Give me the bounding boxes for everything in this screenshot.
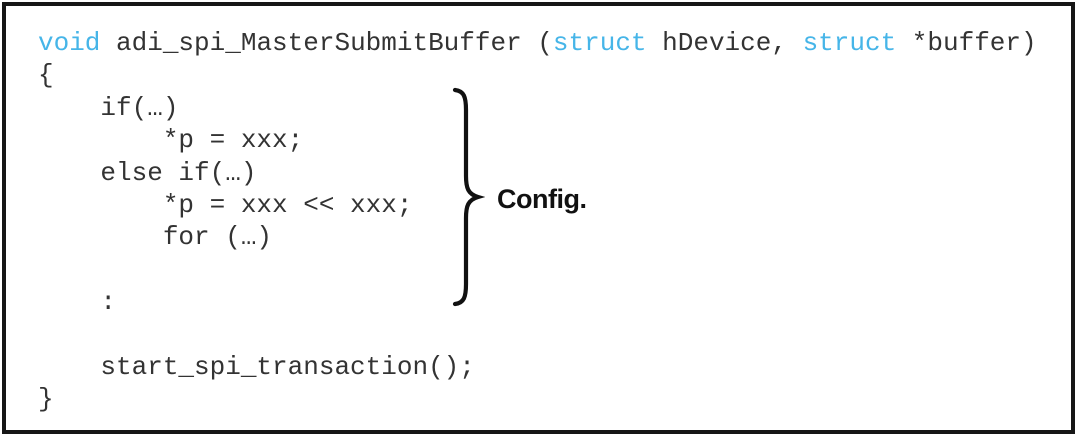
code-text: start_spi_transaction();	[38, 352, 475, 383]
code-text: *p = xxx;	[38, 125, 304, 156]
curly-brace-icon	[452, 87, 485, 307]
code-keyword: struct	[802, 28, 897, 58]
code-text: {	[38, 60, 54, 91]
code-text: :	[38, 287, 117, 318]
code-text: }	[38, 384, 54, 415]
config-annotation-label: Config.	[497, 184, 587, 214]
code-line	[38, 254, 1037, 286]
code-line: void adi_spi_MasterSubmitBuffer (struct …	[38, 27, 1037, 59]
code-text: else if(…)	[38, 157, 257, 188]
code-line: *p = xxx << xxx;	[38, 189, 1037, 221]
code-text: *p = xxx << xxx;	[38, 190, 413, 221]
code-text: *buffer)	[896, 28, 1037, 58]
code-line: :	[38, 286, 1037, 318]
code-line: *p = xxx;	[38, 124, 1037, 156]
code-line: {	[38, 59, 1037, 91]
code-keyword: void	[38, 28, 101, 58]
code-line: if(…)	[38, 92, 1037, 124]
code-text: for (…)	[38, 222, 273, 253]
code-line: start_spi_transaction();	[38, 351, 1037, 383]
code-text: adi_spi_MasterSubmitBuffer (	[100, 28, 553, 58]
code-block: void adi_spi_MasterSubmitBuffer (struct …	[38, 27, 1037, 416]
code-figure-frame: void adi_spi_MasterSubmitBuffer (struct …	[2, 2, 1075, 434]
code-keyword: struct	[552, 28, 647, 58]
code-line: for (…)	[38, 221, 1037, 253]
code-text: if(…)	[38, 92, 179, 123]
code-line: }	[38, 383, 1037, 415]
code-line: else if(…)	[38, 157, 1037, 189]
code-line	[38, 319, 1037, 351]
code-text: hDevice,	[646, 28, 803, 58]
